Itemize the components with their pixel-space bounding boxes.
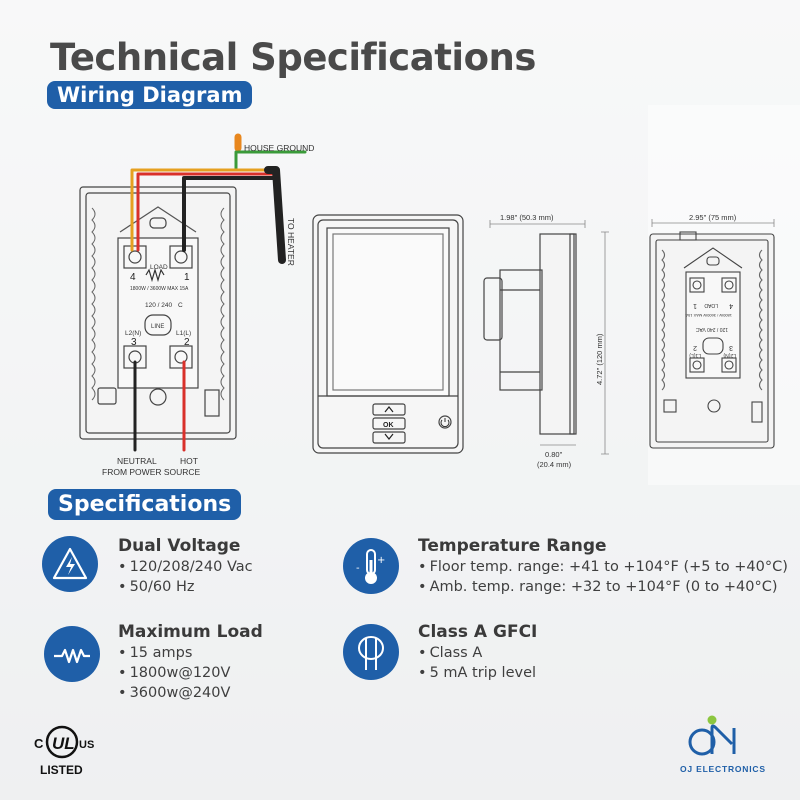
spec-items: 120/208/240 Vac 50/60 Hz [118, 559, 253, 599]
brand-name: OJ ELECTRONICS [680, 764, 766, 774]
wire-set [130, 133, 307, 452]
terminal-number: 4 [130, 272, 136, 283]
bottom-dimension-label: 0.80" [545, 450, 563, 459]
thermostat-front-view [312, 214, 464, 454]
thermostat-back-dimensioned [601, 219, 775, 455]
side-label: LOAD [704, 302, 718, 308]
ul-listed-logo: C UL US LISTED [34, 725, 94, 777]
load-rating-label: 1800W / 3600W MAX 15A [130, 286, 189, 292]
resistor-icon [44, 626, 100, 682]
side-label: 3 [729, 344, 733, 351]
spec-title: Class A GFCI [418, 622, 538, 642]
spec-item: Amb. temp. range: +32 to +104°F (0 to +4… [418, 579, 788, 599]
side-label: 2 [693, 344, 697, 351]
wiring-diagram: HOUSE GROUND TO HEATER 4 1 LOAD 1800W / … [79, 133, 775, 477]
l1l-label: L1(L) [176, 330, 191, 337]
spec-item: 3600w@240V [118, 685, 231, 705]
terminal-number: 3 [131, 337, 137, 348]
bottom-dimension-label: (20.4 mm) [537, 460, 572, 469]
gfci-coil-icon [343, 624, 399, 680]
spec-item: Floor temp. range: +41 to +104°F (+5 to … [418, 559, 788, 579]
spec-title: Temperature Range [418, 536, 607, 556]
spec-items: Class A 5 mA trip level [418, 645, 536, 685]
load-label: LOAD [150, 264, 168, 271]
page-title: Technical Specifications [50, 36, 536, 79]
depth-dimension-label: 1.98" (50.3 mm) [500, 213, 554, 222]
side-label: 1 [693, 302, 697, 309]
side-label: L2(N) [723, 352, 736, 358]
spec-item: 5 mA trip level [418, 665, 536, 685]
ul-listed-text: LISTED [40, 763, 83, 777]
side-label: 4 [729, 302, 733, 309]
specifications-label: Specifications [48, 489, 242, 520]
spec-title: Dual Voltage [118, 536, 241, 556]
c-label: C [178, 302, 183, 309]
spec-item: 120/208/240 Vac [118, 559, 253, 579]
width-dimension-label: 2.95" (75 mm) [689, 213, 737, 222]
terminal-number: 1 [184, 272, 190, 283]
spec-item: 1800w@120V [118, 665, 231, 685]
terminal-number: 2 [184, 337, 190, 348]
neutral-label: NEUTRAL [117, 456, 157, 466]
house-ground-label: HOUSE GROUND [244, 143, 314, 153]
wiring-diagram-label: Wiring Diagram [47, 81, 253, 109]
side-label: 120 / 240 VAC [695, 326, 728, 332]
line-label: LINE [151, 324, 164, 330]
side-label: L1(L) [689, 352, 701, 358]
l2n-label: L2(N) [125, 330, 141, 337]
oj-electronics-logo: OJ ELECTRONICS [680, 715, 766, 774]
spec-item: Class A [418, 645, 536, 665]
spec-items: 15 amps 1800w@120V 3600w@240V [118, 645, 231, 705]
svg-text:+: + [377, 555, 385, 566]
ul-mark: UL [52, 734, 75, 753]
spec-item: 15 amps [118, 645, 230, 665]
ul-c-mark: C [34, 736, 44, 751]
ul-us-mark: US [79, 739, 94, 751]
height-dimension-label: 4.72" (120 mm) [595, 333, 604, 385]
to-heater-label: TO HEATER [286, 218, 296, 266]
side-label: 1800W / 3600W MAX 15A [685, 313, 732, 318]
hot-label: HOT [180, 456, 198, 466]
power-source-label: FROM POWER SOURCE [102, 467, 201, 477]
voltage-label: 120 / 240 [145, 302, 172, 309]
thermostat-back-view [79, 186, 237, 440]
ok-button-label: OK [383, 422, 394, 429]
thermometer-icon: -+ [343, 538, 399, 594]
spec-title: Maximum Load [118, 622, 263, 642]
spec-item: 50/60 Hz [118, 579, 253, 599]
high-voltage-icon [42, 536, 98, 592]
thermostat-side-view [483, 220, 586, 446]
spec-items: Floor temp. range: +41 to +104°F (+5 to … [418, 559, 788, 599]
svg-text:-: - [356, 563, 360, 574]
